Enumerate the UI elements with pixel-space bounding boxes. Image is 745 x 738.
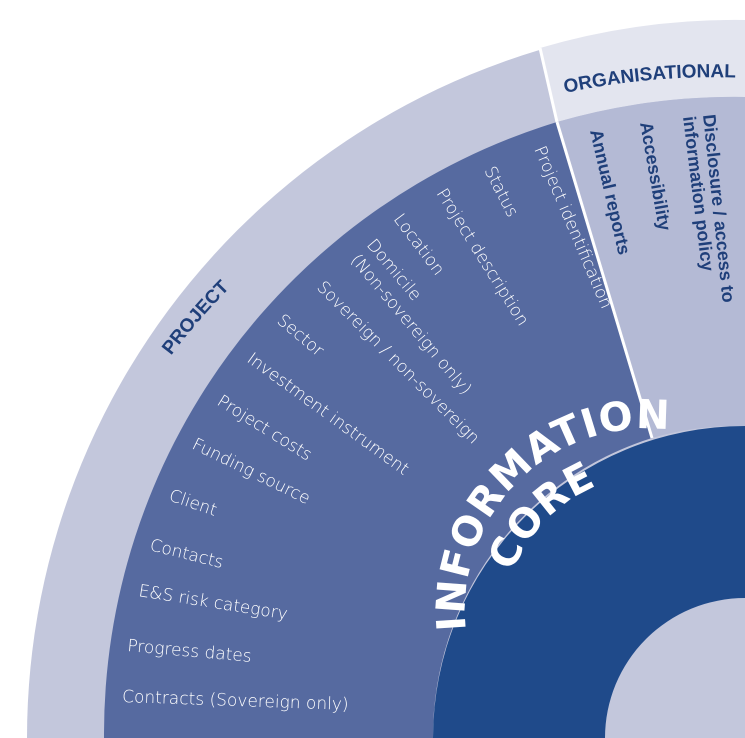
organisational-panel (557, 96, 745, 439)
core-ring (433, 426, 745, 738)
project-panel (103, 122, 652, 738)
panel-separator (555, 121, 654, 439)
band-separator (538, 47, 559, 123)
organisational-band (540, 19, 745, 123)
